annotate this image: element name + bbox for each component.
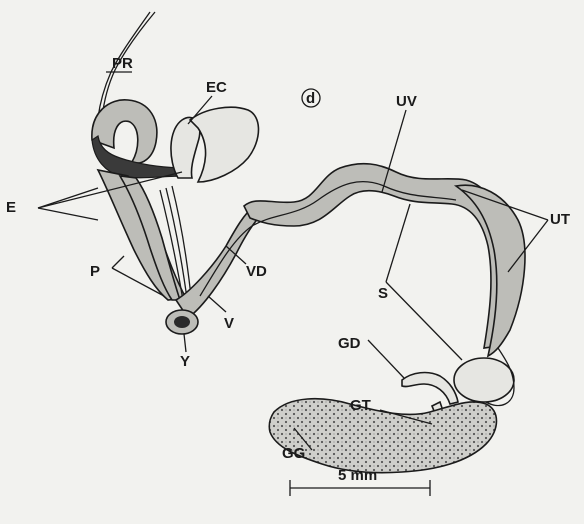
label-e: E: [6, 199, 16, 216]
genital-pore-inner: [174, 316, 190, 328]
p-leader-1: [112, 256, 124, 268]
label-ec: EC: [206, 79, 227, 96]
spermatheca: [454, 358, 514, 402]
panel-label: d: [306, 90, 315, 107]
e-leader-2: [38, 208, 98, 220]
label-s: S: [378, 285, 388, 302]
gd-leader: [368, 340, 404, 378]
e-leader-1: [38, 188, 98, 208]
s-leader-2: [386, 282, 462, 360]
v-leader: [208, 296, 226, 312]
label-gg: GG: [282, 445, 305, 462]
vagina: [176, 204, 262, 318]
label-vd: VD: [246, 263, 267, 280]
label-y: Y: [180, 353, 190, 370]
s-leader-1: [386, 204, 410, 282]
label-uv: UV: [396, 93, 417, 110]
y-leader: [184, 334, 186, 352]
scale-bar-label: 5 mm: [338, 467, 377, 484]
gland-duct: [402, 373, 458, 404]
label-pr: PR: [112, 55, 133, 72]
label-p: P: [90, 263, 100, 280]
label-ut: UT: [550, 211, 570, 228]
label-v: V: [224, 315, 234, 332]
ec-caecum: [190, 107, 259, 182]
label-gt: GT: [350, 397, 371, 414]
label-gd: GD: [338, 335, 361, 352]
